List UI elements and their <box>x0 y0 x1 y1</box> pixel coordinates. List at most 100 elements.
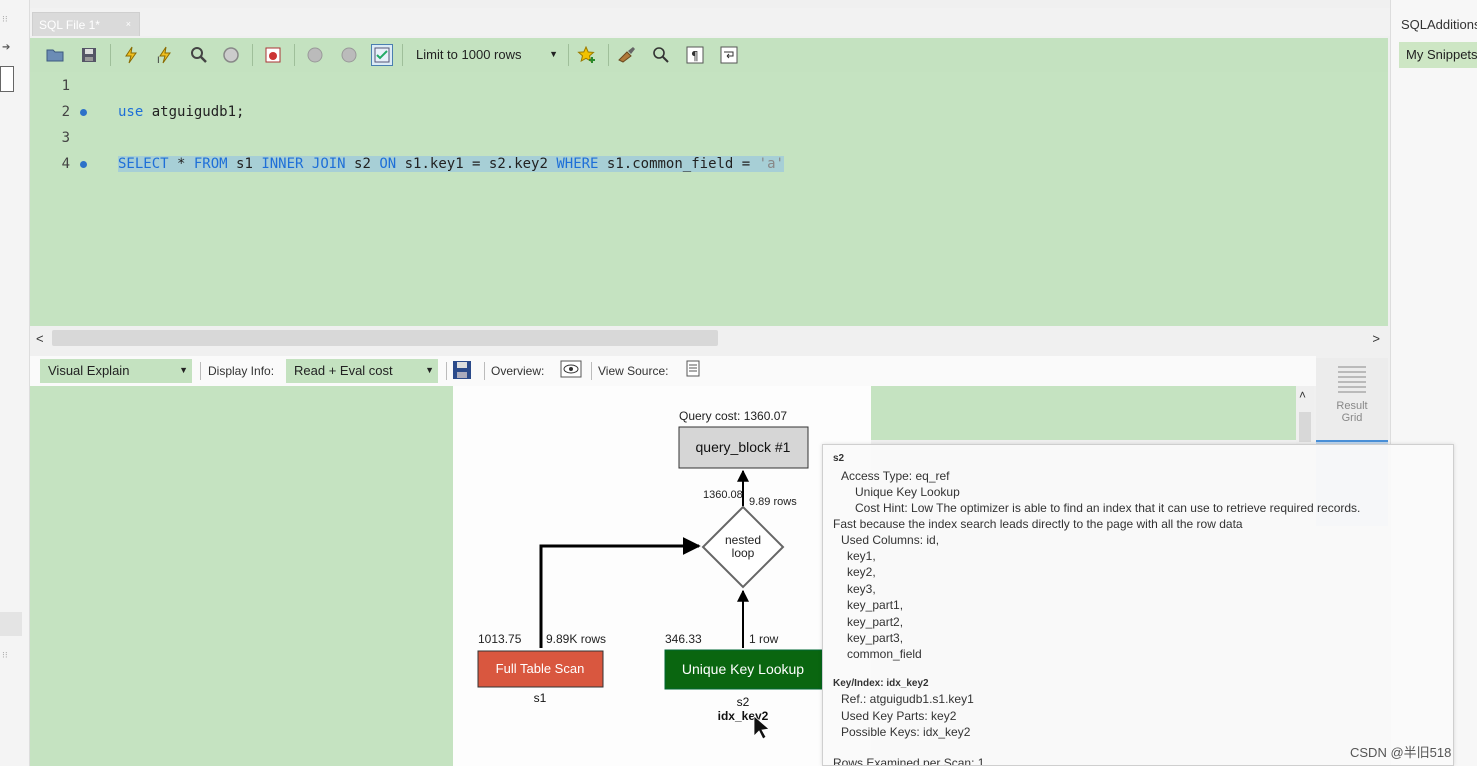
svg-text:¶: ¶ <box>691 49 699 63</box>
toolbar-separator <box>484 362 485 380</box>
fts-table-label: s1 <box>534 691 547 705</box>
toolbar-separator <box>252 44 253 66</box>
ukl-index-label: idx_key2 <box>718 709 769 723</box>
display-info-label: Display Info: <box>208 364 275 378</box>
toolbar-separator <box>608 44 609 66</box>
result-grid-button[interactable]: Result Grid <box>1316 358 1388 442</box>
column-item: common_field <box>847 647 922 661</box>
panel-title: SQLAdditions <box>1401 17 1477 32</box>
column-item: key_part3, <box>847 631 904 645</box>
toggle-error-icon[interactable] <box>262 44 284 66</box>
column-item: key_part1, <box>847 598 904 612</box>
editor-line-2: 2 use atguigudb1; <box>30 104 1388 126</box>
nested-loop-node[interactable] <box>701 505 785 589</box>
close-icon[interactable]: × <box>125 19 131 29</box>
code-text: use atguigudb1; <box>118 104 245 120</box>
left-navigator-strip: ⁝⁝ ➔ ⁝⁝ <box>0 0 30 766</box>
invisible-chars-icon[interactable]: ¶ <box>684 44 706 66</box>
explain-left-pane <box>30 386 453 766</box>
view-source-doc-icon[interactable] <box>685 360 701 383</box>
display-info-value: Read + Eval cost <box>294 363 393 378</box>
toolbar-separator <box>200 362 201 380</box>
grip-dots-icon: ⁝⁝ <box>2 650 8 660</box>
lookup-type: Unique Key Lookup <box>855 485 960 499</box>
used-key-parts: Used Key Parts: key2 <box>841 709 957 723</box>
scroll-right-icon[interactable]: > <box>1372 331 1380 346</box>
view-mode-select[interactable]: Visual Explain ▼ <box>40 359 192 383</box>
column-item: key2, <box>847 565 876 579</box>
edge-fts-to-nested <box>539 537 701 648</box>
arrow-icon[interactable]: ➔ <box>2 42 11 53</box>
view-source-label: View Source: <box>598 364 669 378</box>
key-index-header: Key/Index: idx_key2 <box>833 678 929 689</box>
toolbar-separator <box>568 44 569 66</box>
scrollbar-thumb[interactable] <box>52 330 718 346</box>
fts-rows-label: 9.89K rows <box>546 632 606 646</box>
navigator-box[interactable] <box>0 66 14 92</box>
scroll-left-icon[interactable]: < <box>36 331 44 346</box>
explain-right-strip <box>871 386 1296 440</box>
rollback-icon[interactable] <box>338 44 360 66</box>
overview-eye-icon[interactable] <box>560 360 582 383</box>
tooltip-header: s2 <box>833 453 845 464</box>
wrap-lines-icon[interactable] <box>718 44 740 66</box>
statement-marker-icon <box>80 161 87 168</box>
save-icon[interactable] <box>452 360 472 385</box>
save-icon[interactable] <box>78 44 100 66</box>
navigator-band <box>0 612 22 636</box>
editor-horizontal-scrollbar[interactable]: < > <box>30 326 1388 352</box>
chevron-down-icon: ▼ <box>549 49 558 59</box>
snippets-selector[interactable]: My Snippets <box>1399 42 1477 68</box>
visual-explain-canvas[interactable]: Query cost: 1360.07 query_block #1 1360.… <box>453 386 871 766</box>
cost-hint: Cost Hint: Low The optimizer is able to … <box>855 501 1361 515</box>
execute-lightning-icon[interactable] <box>120 44 142 66</box>
unique-key-lookup-node[interactable] <box>664 649 823 690</box>
line-number: 1 <box>61 78 70 94</box>
tab-sql-file[interactable]: SQL File 1* × <box>32 12 140 36</box>
full-table-scan-node[interactable] <box>477 650 604 688</box>
autocommit-toggle-icon[interactable] <box>371 44 393 66</box>
add-snippet-star-icon[interactable] <box>576 44 598 66</box>
toolbar-separator <box>591 362 592 380</box>
commit-icon[interactable] <box>304 44 326 66</box>
mouse-cursor-icon <box>753 715 770 740</box>
limit-rows-value: Limit to 1000 rows <box>416 47 522 62</box>
ref: Ref.: atguigudb1.s1.key1 <box>841 692 974 706</box>
column-item: key3, <box>847 582 876 596</box>
query-block-node[interactable] <box>678 426 809 469</box>
find-magnifier-icon[interactable] <box>650 44 672 66</box>
nested-loop-label: loop <box>732 546 755 560</box>
limit-rows-select[interactable]: Limit to 1000 rows ▼ <box>406 45 560 65</box>
scrollbar-thumb[interactable] <box>1299 412 1311 442</box>
editor-line-1: 1 <box>30 78 1388 100</box>
execute-current-icon[interactable]: I <box>154 44 176 66</box>
editor-line-4: 4 SELECT * FROM s1 INNER JOIN s2 ON s1.k… <box>30 156 1388 178</box>
open-folder-icon[interactable] <box>44 44 66 66</box>
stop-icon[interactable] <box>220 44 242 66</box>
result-grid-icon <box>1338 366 1366 396</box>
editor-line-3: 3 <box>30 130 1388 152</box>
access-type: Access Type: eq_ref <box>841 469 950 483</box>
sql-editor[interactable]: 1 2 use atguigudb1; 3 4 SELECT * FROM s1… <box>30 72 1388 326</box>
watermark: CSDN @半旧518 <box>1350 745 1452 760</box>
display-info-select[interactable]: Read + Eval cost ▼ <box>286 359 438 383</box>
explain-magnifier-icon[interactable] <box>188 44 210 66</box>
ukl-cost-label: 346.33 <box>665 632 702 646</box>
tab-title: SQL File 1* <box>39 18 100 32</box>
selected-code-text: SELECT * FROM s1 INNER JOIN s2 ON s1.key… <box>118 156 784 172</box>
used-columns: Used Columns: id, <box>841 533 940 547</box>
node-details-tooltip: s2 Access Type: eq_ref Unique Key Lookup… <box>822 444 1454 766</box>
beautify-brush-icon[interactable] <box>616 44 638 66</box>
chevron-down-icon: ▼ <box>179 365 188 375</box>
query-block-label: query_block #1 <box>696 439 791 455</box>
column-item: key1, <box>847 549 876 563</box>
column-item: key_part2, <box>847 615 904 629</box>
visual-explain-toolbar: Visual Explain ▼ Display Info: Read + Ev… <box>30 356 1316 386</box>
chevron-up-icon[interactable]: ˄ <box>1299 388 1307 402</box>
sql-editor-toolbar: I Limit to 1000 rows ▼ <box>30 38 1388 72</box>
ukl-table-label: s2 <box>737 695 750 709</box>
view-mode-value: Visual Explain <box>48 363 130 378</box>
result-grid-label: Grid <box>1341 412 1363 424</box>
nested-rows-label: 9.89 rows <box>749 496 797 508</box>
